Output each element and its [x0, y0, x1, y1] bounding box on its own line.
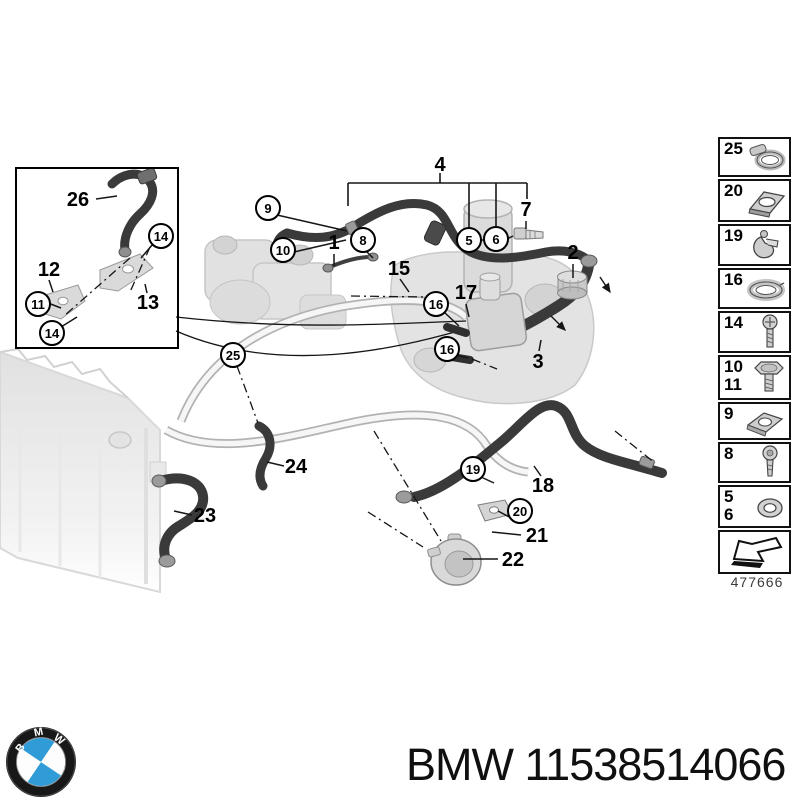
callout-11: 11 — [25, 291, 51, 317]
torx-screw-icon — [762, 444, 778, 477]
callout-24: 24 — [284, 456, 308, 478]
legend-item-25: 25 — [718, 137, 791, 177]
legend-item-16: 16 — [718, 268, 791, 309]
cage-nut-icon — [746, 412, 784, 437]
hose-1 — [322, 252, 379, 273]
ring-clamp-icon — [747, 278, 785, 301]
hose-24 — [254, 421, 275, 491]
bmw-logo: B M W — [6, 726, 76, 797]
reference-lines — [175, 316, 467, 357]
hex-bolt-icon — [754, 360, 784, 392]
callout-1: 1 — [328, 232, 340, 254]
radiator-render — [0, 347, 167, 594]
white-coolant-pipes — [163, 295, 529, 477]
water-pump-22 — [427, 533, 482, 586]
callout-4: 4 — [434, 154, 446, 176]
callout-20: 20 — [507, 498, 533, 524]
callout-13: 13 — [136, 292, 160, 314]
part-number-label: BMW 11538514066 — [406, 739, 786, 790]
direction-arrow-icon — [730, 536, 783, 568]
inset-detail-box — [15, 167, 179, 349]
hose-23 — [151, 473, 209, 568]
callout-10: 10 — [270, 237, 296, 263]
callout-17: 17 — [454, 282, 478, 304]
holder-clip-icon — [753, 230, 779, 259]
callout-6: 6 — [483, 226, 509, 252]
legend-item-9: 9 — [718, 402, 791, 440]
callout-26: 26 — [66, 189, 90, 211]
svg-text:M: M — [33, 726, 44, 740]
cap-2 — [557, 270, 588, 300]
callout-23: 23 — [193, 505, 217, 527]
callout-14b: 14 — [39, 320, 65, 346]
callout-16b: 16 — [434, 336, 460, 362]
legend-item-20: 20 — [718, 179, 791, 222]
callout-5: 5 — [456, 227, 482, 253]
sensor-7 — [513, 227, 544, 240]
legend-item-19: 19 — [718, 224, 791, 266]
worm-drive-clamp-icon — [749, 144, 786, 171]
dash-dot-lines — [63, 246, 656, 548]
callout-7: 7 — [520, 199, 532, 221]
callout-22: 22 — [501, 549, 525, 571]
legend-item-direction — [718, 530, 791, 574]
callout-16a: 16 — [423, 291, 449, 317]
arrow-pointers — [550, 276, 611, 331]
callout-9: 9 — [255, 195, 281, 221]
callout-3: 3 — [532, 351, 544, 373]
callout-18: 18 — [531, 475, 555, 497]
callout-4-bracket — [347, 173, 528, 229]
egr-valve-render — [204, 235, 347, 330]
inset-hose-26 — [107, 167, 158, 258]
legend-item-8: 8 — [718, 442, 791, 483]
callout-19: 19 — [460, 456, 486, 482]
pan-head-screw-icon — [762, 314, 778, 348]
callout-21: 21 — [525, 525, 549, 547]
callout-12: 12 — [37, 259, 61, 281]
callout-25: 25 — [220, 342, 246, 368]
sealing-washer-icon — [757, 497, 783, 518]
callout-14a: 14 — [148, 223, 174, 249]
callout-2: 2 — [567, 242, 579, 264]
legend-item-14: 14 — [718, 311, 791, 353]
cage-clip-icon — [748, 190, 786, 218]
callout-8: 8 — [350, 227, 376, 253]
callout-15: 15 — [387, 258, 411, 280]
diagram-number: 477666 — [730, 574, 784, 590]
